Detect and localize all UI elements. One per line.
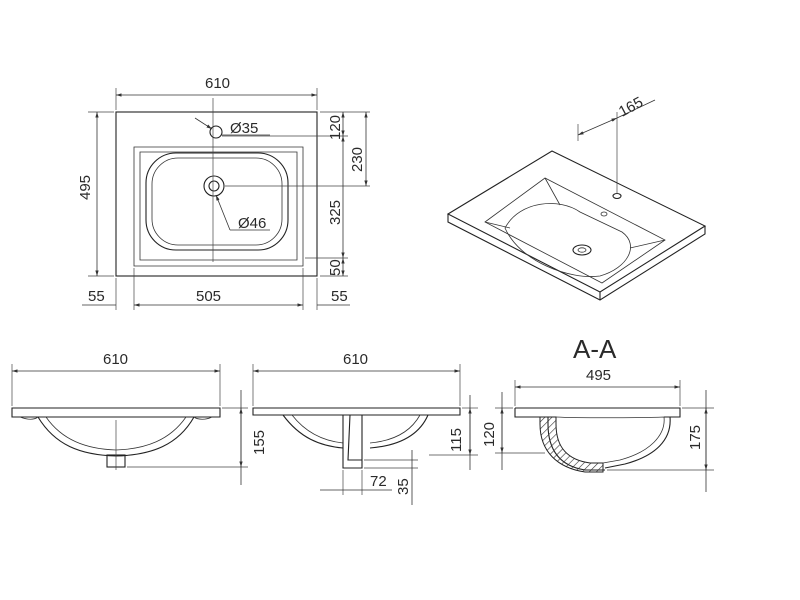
section-slab-top <box>514 407 681 418</box>
iso-tap-hole <box>612 192 622 200</box>
top-view: Ø35 Ø46 610 495 120 230 325 50 <box>77 75 370 310</box>
front-width-label: 610 <box>103 351 128 368</box>
vanity-outline <box>115 111 318 277</box>
front-50-label: 50 <box>327 259 344 276</box>
offset-230-label: 230 <box>349 147 366 172</box>
iso-basin-side <box>484 177 666 249</box>
section-hatched-wall <box>539 416 604 473</box>
side-bowl-inner <box>291 414 421 444</box>
section-total-label: 175 <box>687 425 704 450</box>
tap-hole-label: Ø35 <box>230 120 258 137</box>
front-bowl-rim <box>19 416 213 420</box>
front-slab <box>11 407 221 418</box>
side-view: 610 115 72 35 <box>252 351 478 505</box>
section-front-lip <box>604 416 671 469</box>
iso-front-edge <box>447 214 706 301</box>
drain-outer <box>203 175 225 197</box>
section-depth-label: 495 <box>586 367 611 384</box>
iso-drain <box>572 244 592 256</box>
section-title: A-A <box>573 334 617 364</box>
front-height-label: 155 <box>251 430 268 455</box>
tap-leader <box>194 117 213 130</box>
section-front-wall <box>555 416 665 464</box>
side-bowl-outer <box>282 414 429 449</box>
tap-hole <box>209 125 223 139</box>
top-depth-label: 495 <box>77 175 94 200</box>
section-view: A-A 495 120 175 <box>481 334 714 492</box>
side-width-label: 610 <box>343 351 368 368</box>
basin-rim-inner <box>139 151 298 261</box>
basin-width-label: 505 <box>196 288 221 305</box>
side-drain-width-label: 72 <box>370 473 387 490</box>
side-drain-height-label: 35 <box>395 478 412 495</box>
side-slab <box>252 407 461 416</box>
drain-label: Ø46 <box>238 215 266 232</box>
basin-bowl-inner <box>151 157 283 246</box>
drain-inner <box>208 180 220 192</box>
iso-basin-bowl <box>504 203 631 277</box>
iso-dim-165 <box>577 117 618 136</box>
front-view: 610 155 <box>11 351 268 485</box>
iso-drain-inner <box>577 247 587 253</box>
side-height-label: 115 <box>448 428 465 452</box>
right-margin-label: 55 <box>331 288 348 305</box>
section-inner-label: 120 <box>481 422 498 447</box>
drain-leader <box>215 194 231 231</box>
iso-overflow <box>600 211 608 217</box>
left-margin-label: 55 <box>88 288 105 305</box>
top-width-label: 610 <box>205 75 230 92</box>
side-drain <box>342 414 363 469</box>
iso-top-surface <box>446 150 707 293</box>
basin-bowl-outer <box>145 152 289 251</box>
offset-120-label: 120 <box>327 115 344 140</box>
iso-dim-165-tail <box>616 99 656 119</box>
basin-rim-outline <box>133 146 304 267</box>
basin-325-label: 325 <box>327 200 344 225</box>
isometric-view: 165 <box>446 94 707 301</box>
